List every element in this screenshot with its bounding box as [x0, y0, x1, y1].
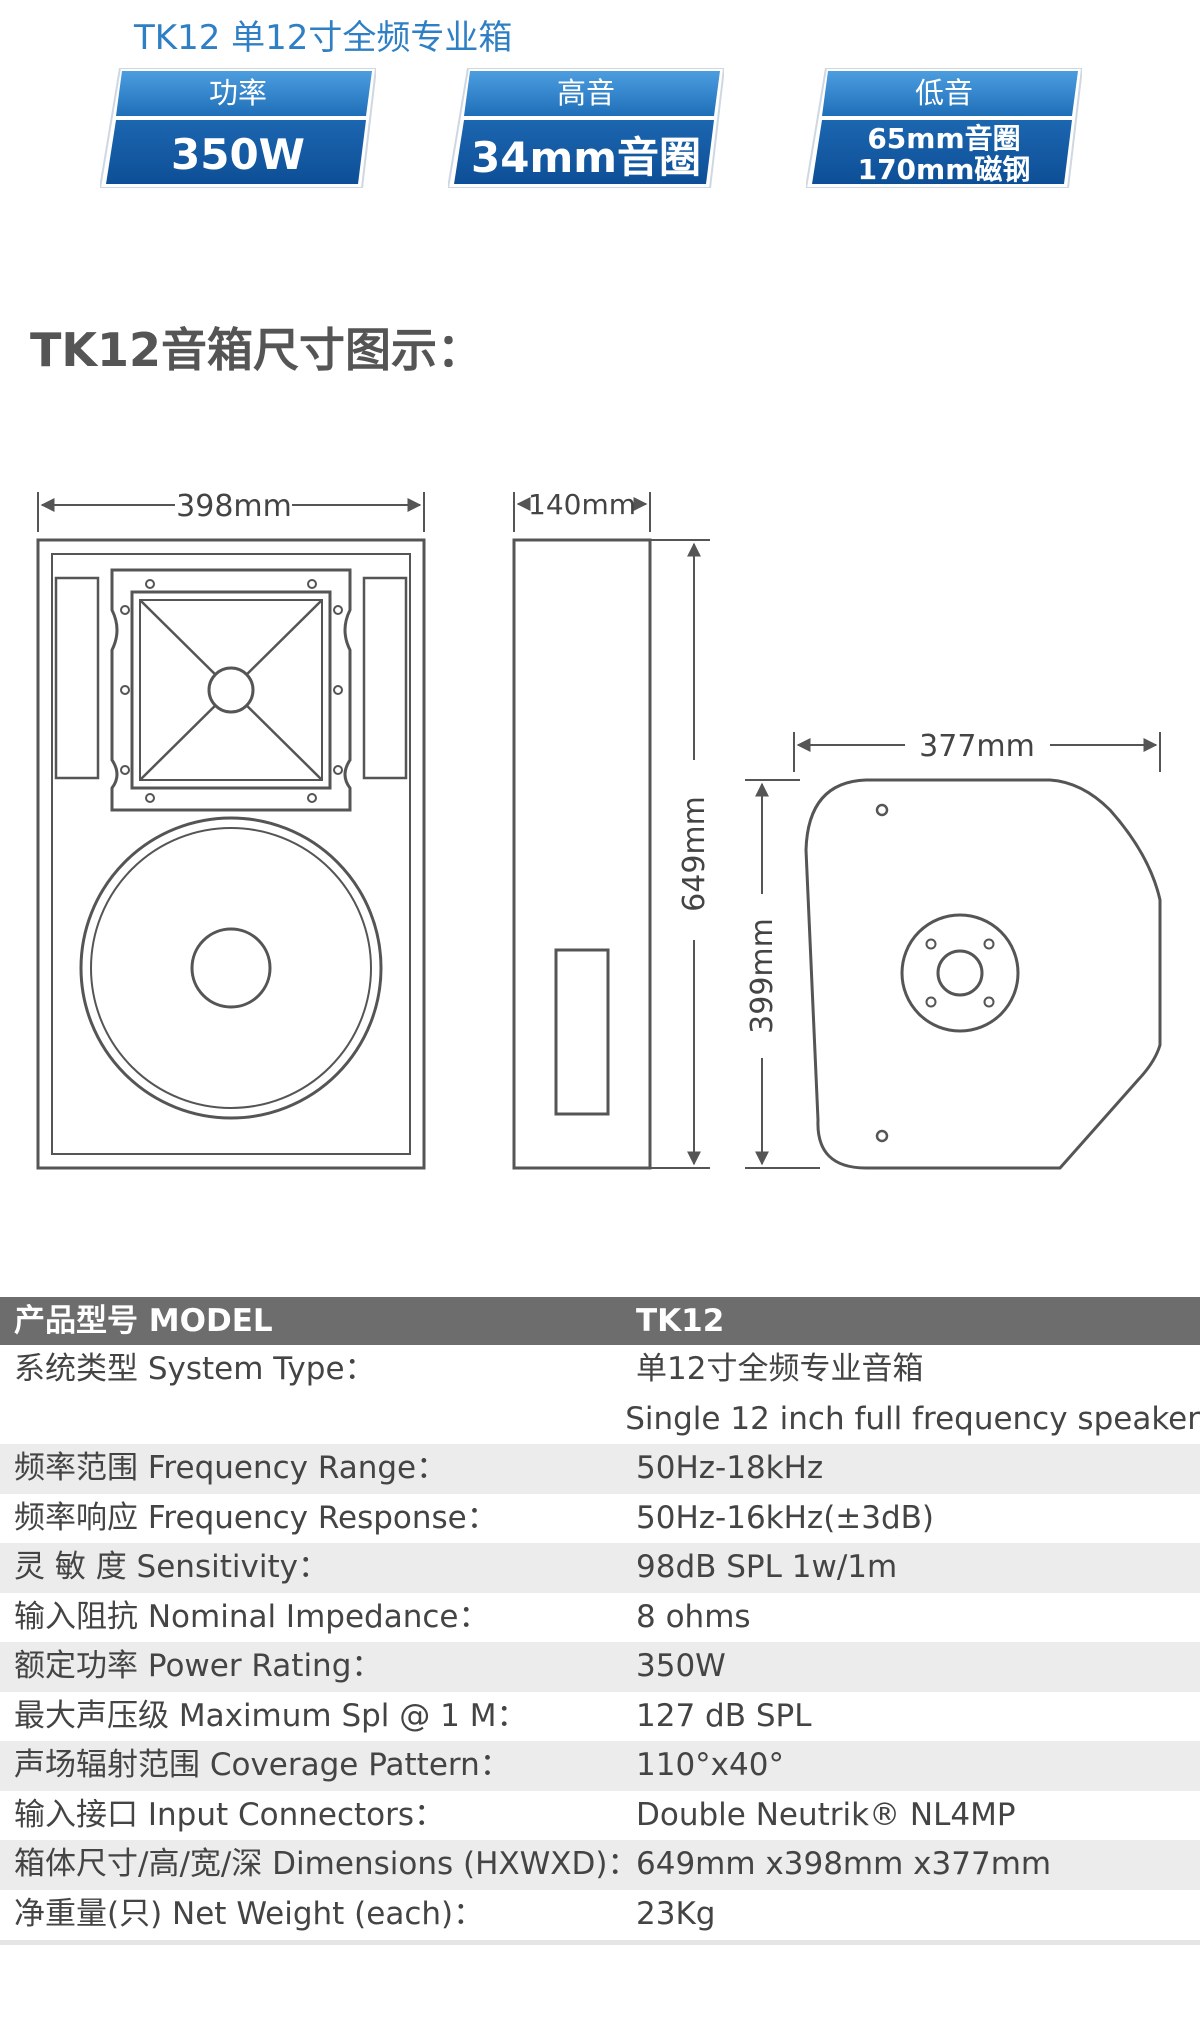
top-view: 377mm 399mm: [745, 729, 1162, 1170]
spec-header-key: 产品型号 MODEL: [14, 1303, 273, 1339]
spec-key: 灵 敏 度 Sensitivity：: [14, 1549, 329, 1585]
spec-value: 单12寸全频专业音箱: [636, 1351, 924, 1387]
spec-header-value: TK12: [636, 1303, 725, 1339]
spec-key: 系统类型 System Type：: [14, 1351, 376, 1387]
badge-label: 功率: [208, 76, 267, 110]
spec-key: 最大声压级 Maximum Spl @ 1 M：: [14, 1697, 528, 1734]
spec-key: 输入阻抗 Nominal Impedance：: [14, 1598, 490, 1635]
spec-row: 最大声压级 Maximum Spl @ 1 M： 127 dB SPL: [0, 1692, 1200, 1742]
spec-key: 净重量(只) Net Weight (each)：: [14, 1895, 485, 1932]
top-depth-label: 377mm: [919, 729, 1035, 764]
side-depth-label: 140mm: [528, 488, 636, 521]
badge-label: 高音: [556, 76, 615, 110]
side-view: 140mm 649mm: [512, 488, 712, 1170]
badge-label: 低音: [914, 76, 973, 110]
spec-key: 额定功率 Power Rating：: [14, 1648, 383, 1684]
spec-header-row: 产品型号 MODEL TK12: [0, 1297, 1200, 1345]
spec-value: 50Hz-18kHz: [636, 1450, 824, 1486]
spec-row: 频率响应 Frequency Response： 50Hz-16kHz(±3dB): [0, 1494, 1200, 1544]
spec-key: 箱体尺寸/高/宽/深 Dimensions (HXWXD)：: [14, 1846, 639, 1882]
spec-row: 输入接口 Input Connectors： Double Neutrik® NL…: [0, 1791, 1200, 1841]
spec-value: 127 dB SPL: [636, 1697, 812, 1734]
spec-table: 产品型号 MODEL TK12 系统类型 System Type： 单12寸全频专…: [0, 1297, 1200, 1939]
badge-woofer: 低音 65mm音圈 170mm磁钢: [806, 68, 1082, 188]
badge-value: 34mm音圈: [471, 132, 701, 182]
spec-value: 649mm x398mm x377mm: [636, 1846, 1052, 1882]
front-view: 398mm: [36, 489, 426, 1170]
badge-value-line1: 65mm音圈: [867, 122, 1021, 155]
spec-value: 350W: [636, 1648, 726, 1684]
spec-row: 系统类型 System Type： 单12寸全频专业音箱: [0, 1345, 1200, 1395]
height-label: 649mm: [677, 796, 712, 912]
top-width-label: 399mm: [745, 918, 780, 1034]
page-title: TK12 单12寸全频专业箱: [134, 18, 513, 58]
spec-rows: 系统类型 System Type： 单12寸全频专业音箱 Single 12 inc…: [0, 1345, 1200, 1939]
badge-tweeter: 高音 34mm音圈: [448, 68, 724, 188]
badge-background: [100, 68, 376, 188]
spec-row: Single 12 inch full frequency speaker: [0, 1395, 1200, 1445]
spec-row: 声场辐射范围 Coverage Pattern： 110°x40°: [0, 1741, 1200, 1791]
spec-row: 输入阻抗 Nominal Impedance： 8 ohms: [0, 1593, 1200, 1643]
bottom-divider: [0, 1940, 1200, 1945]
spec-value: 98dB SPL 1w/1m: [636, 1549, 898, 1585]
spec-value: 110°x40°: [636, 1747, 784, 1783]
section-title: TK12音箱尺寸图示：: [30, 323, 484, 377]
spec-value: Single 12 inch full frequency speaker: [625, 1400, 1200, 1437]
spec-key: 频率范围 Frequency Range：: [14, 1450, 448, 1486]
spec-row: 净重量(只) Net Weight (each)： 23Kg: [0, 1890, 1200, 1940]
spec-key: [0, 1395, 625, 1445]
spec-value: Double Neutrik® NL4MP: [636, 1796, 1016, 1833]
badge-background: [806, 68, 1082, 188]
badge-background: [448, 68, 724, 188]
spec-row: 额定功率 Power Rating： 350W: [0, 1642, 1200, 1692]
spec-key: 声场辐射范围 Coverage Pattern：: [14, 1747, 511, 1783]
spec-value: 23Kg: [636, 1895, 716, 1932]
badge-power: 功率 350W: [100, 68, 376, 188]
spec-row: 频率范围 Frequency Range： 50Hz-18kHz: [0, 1444, 1200, 1494]
spec-row: 灵 敏 度 Sensitivity： 98dB SPL 1w/1m: [0, 1543, 1200, 1593]
dimension-diagram: 398mm 140mm: [36, 488, 1162, 1170]
front-width-label: 398mm: [176, 489, 292, 524]
spec-value: 50Hz-16kHz(±3dB): [636, 1499, 935, 1536]
badge-value: 65mm音圈 170mm磁钢: [806, 120, 1082, 188]
badge-value: 350W: [171, 129, 305, 179]
spec-key: 频率响应 Frequency Response：: [14, 1499, 498, 1536]
spec-row: 箱体尺寸/高/宽/深 Dimensions (HXWXD)：649mm x398…: [0, 1840, 1200, 1890]
spec-value: 8 ohms: [636, 1598, 751, 1635]
spec-key: 输入接口 Input Connectors：: [14, 1796, 446, 1833]
badge-value-line2: 170mm磁钢: [857, 153, 1031, 186]
